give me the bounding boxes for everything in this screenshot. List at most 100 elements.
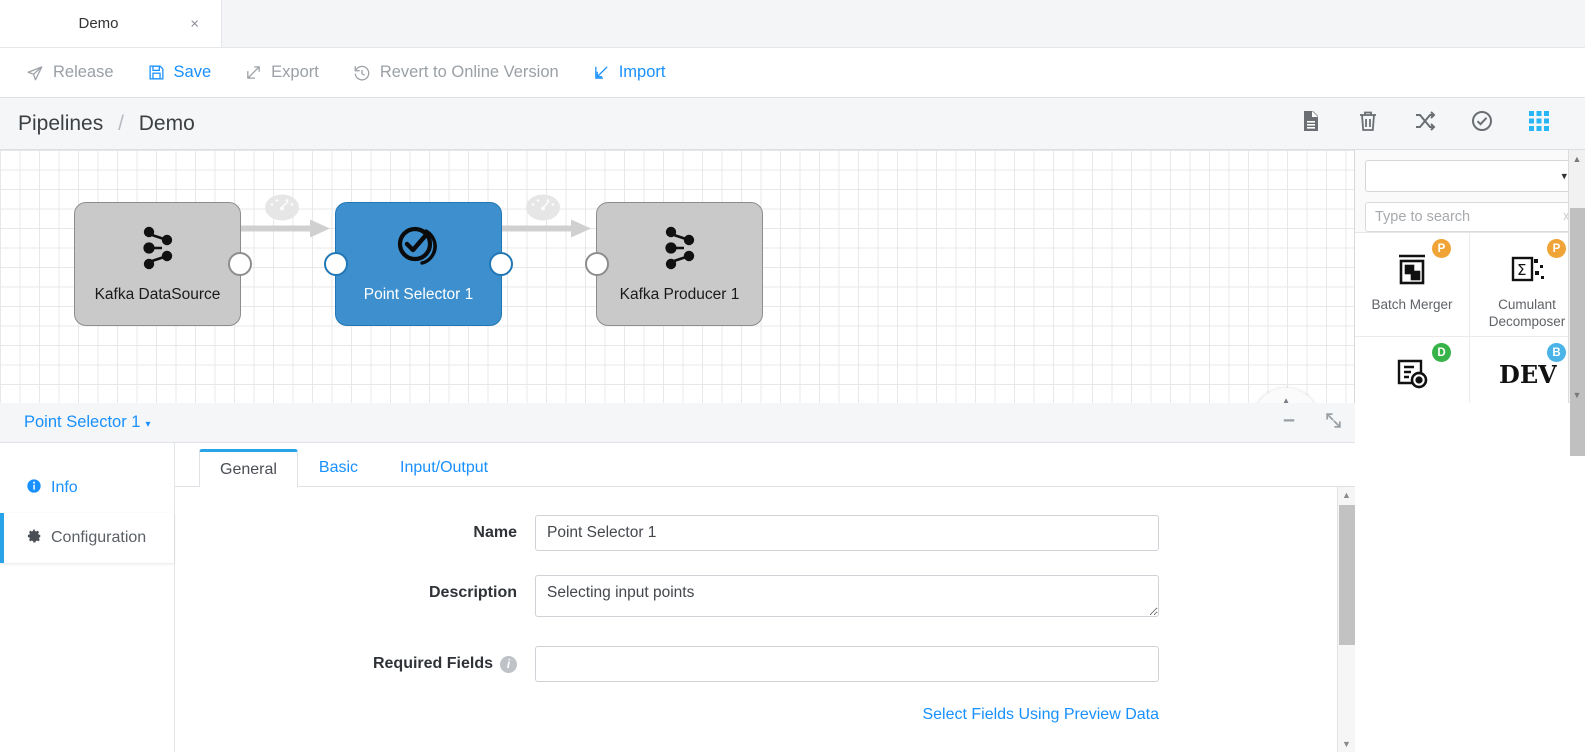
trash-icon[interactable] [1356,109,1380,138]
pipeline-canvas[interactable]: Kafka DataSource Point Selector 1 [0,150,1355,403]
save-button[interactable]: Save [148,63,211,82]
header-tools [1299,109,1569,138]
sidenav-item-configuration[interactable]: Configuration [0,513,174,563]
export-button[interactable]: Export [245,63,319,82]
node-label: Point Selector 1 [363,286,474,303]
properties-panel-title-text: Point Selector 1 [24,413,141,431]
chevron-down-icon: ▾ [145,419,151,430]
palette-item-label: Data Viewer [1375,401,1448,403]
node-point-selector-1[interactable]: Point Selector 1 [324,202,513,326]
close-icon[interactable]: × [190,15,199,32]
palette-scrollbar[interactable]: ▲ ▼ [1568,150,1585,456]
palette-item-data-viewer[interactable]: D Data Viewer [1355,337,1470,403]
palette-item-dev-raw-data-source[interactable]: B DEV Dev Raw Data Source [1470,337,1585,403]
badge-destination: D [1432,343,1451,362]
revert-button[interactable]: Revert to Online Version [353,63,559,82]
breadcrumb: Pipelines / Demo [18,112,195,136]
properties-tabs: General Basic Input/Output [175,443,1355,487]
release-button[interactable]: Release [26,63,114,82]
palette-scroll-thumb[interactable] [1570,208,1585,456]
tab-strip-filler [222,0,1585,47]
canvas-nav-pad: ▲ ▼ ◀ ▶ [1253,388,1319,403]
properties-form: Name Description Required Fields [175,487,1355,724]
expand-icon[interactable] [1324,411,1343,435]
document-icon[interactable] [1299,109,1323,138]
node-input-port[interactable] [585,252,609,276]
required-fields-label-text: Required Fields [372,655,493,672]
properties-sidenav: Info Configuration [0,443,175,752]
connector-1[interactable] [238,192,338,245]
select-fields-using-preview-data-link[interactable]: Select Fields Using Preview Data [922,706,1159,723]
batch-merger-icon [1393,247,1431,293]
required-fields-wrap [535,646,1159,682]
properties-panel-header: Point Selector 1 ▾ [0,403,1355,443]
tab-input-output[interactable]: Input/Output [400,458,489,476]
send-icon [26,64,44,82]
required-fields-input[interactable] [535,646,1159,682]
scroll-down-icon[interactable]: ▼ [1342,739,1351,749]
node-input-port[interactable] [324,252,348,276]
shuffle-icon[interactable] [1413,109,1437,138]
info-icon[interactable]: i [500,655,517,673]
form-row-name: Name [175,515,1355,551]
description-textarea[interactable] [535,575,1159,617]
check-circle-icon[interactable] [1470,109,1494,138]
breadcrumb-current: Demo [138,111,195,135]
search-input[interactable] [1366,203,1576,231]
palette-category-select[interactable]: ▾ [1365,160,1577,192]
properties-scrollbar[interactable]: ▲ ▼ [1337,487,1355,752]
import-button[interactable]: Import [593,63,666,82]
point-selector-icon [393,223,445,278]
history-clock-icon [353,64,371,82]
scroll-up-icon[interactable]: ▲ [1342,490,1351,500]
import-label: Import [618,63,666,81]
clear-search-icon[interactable]: ☓ [1562,208,1570,225]
tab-strip: Demo × [0,0,1585,48]
page-header: Pipelines / Demo [0,98,1585,150]
palette-grid: P Batch Merger P Σ [1355,232,1585,403]
dev-raw-data-source-icon: DEV [1497,351,1557,397]
chevron-down-icon: ▾ [1561,170,1567,183]
tab-general[interactable]: General [199,449,298,487]
badge-origin: B [1547,343,1566,362]
stage-library-palette: ▾ ☓ P Batch Merger [1355,150,1585,456]
scroll-down-icon[interactable]: ▼ [1572,389,1582,400]
properties-scroll-thumb[interactable] [1339,505,1355,645]
breadcrumb-separator: / [118,111,124,135]
tab-basic[interactable]: Basic [318,458,359,476]
release-label: Release [53,63,114,81]
node-kafka-datasource[interactable]: Kafka DataSource [74,202,252,326]
sidenav-item-label: Configuration [51,529,147,546]
svg-text:DEV: DEV [1499,360,1557,389]
sidenav-item-info[interactable]: Info [0,463,174,513]
name-label: Name [473,524,517,541]
import-icon [593,64,610,81]
grid-apps-icon[interactable] [1527,109,1551,138]
revert-label: Revert to Online Version [379,63,559,81]
breadcrumb-root[interactable]: Pipelines [18,111,104,135]
minimize-icon[interactable] [1280,411,1298,434]
badge-processor: P [1547,239,1566,258]
form-row-description: Description [175,575,1355,622]
nav-up-icon[interactable]: ▲ [1278,394,1294,403]
kafka-icon [659,223,701,278]
node-output-port[interactable] [489,252,513,276]
connector-2[interactable] [499,192,599,245]
palette-item-label: Batch Merger [1371,297,1453,312]
node-kafka-producer-1[interactable]: Kafka Producer 1 [585,202,763,326]
properties-panel-title[interactable]: Point Selector 1 ▾ [24,413,151,432]
node-output-port[interactable] [228,252,252,276]
svg-text:Σ: Σ [1517,261,1526,279]
palette-item-batch-merger[interactable]: P Batch Merger [1355,233,1470,337]
data-viewer-icon [1393,351,1431,397]
scroll-up-icon[interactable]: ▲ [1572,153,1582,164]
name-input[interactable] [535,515,1159,551]
cumulant-decomposer-icon: Σ [1508,247,1546,293]
export-label: Export [271,63,319,81]
palette-item-cumulant-decomposer[interactable]: P Σ Cumulant Decomposer [1470,233,1585,337]
export-icon [245,64,262,81]
kafka-icon [137,223,179,278]
tab-demo[interactable]: Demo × [0,0,222,47]
palette-search: ☓ [1365,202,1577,232]
properties-panel: Point Selector 1 ▾ Info [0,403,1355,752]
